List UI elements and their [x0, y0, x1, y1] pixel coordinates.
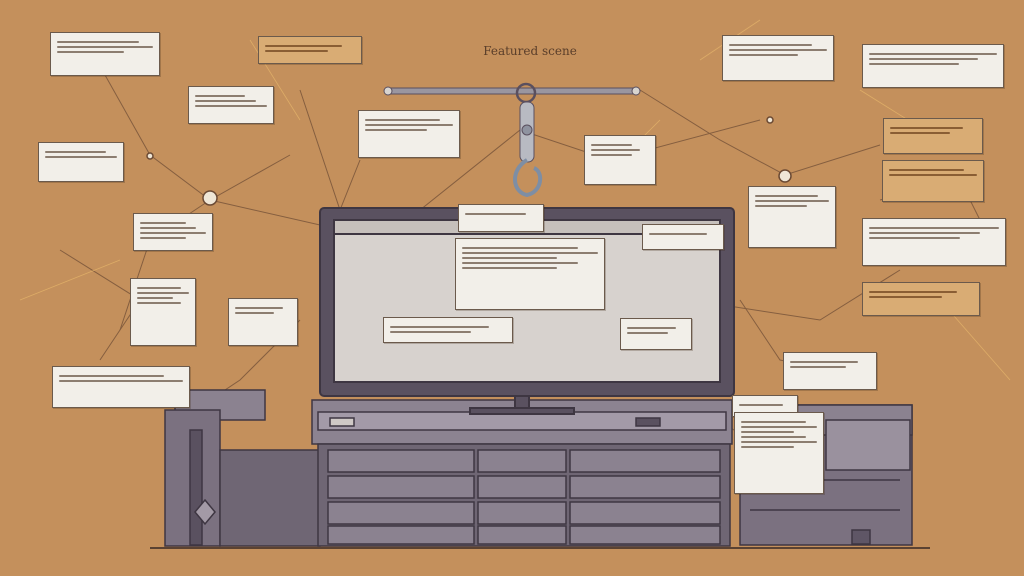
callout-note [734, 412, 824, 494]
callout-note [458, 204, 544, 232]
callout-note [882, 160, 984, 202]
callout-note [455, 238, 605, 310]
callout-note [133, 213, 213, 251]
callout-note [358, 110, 460, 158]
callout-note [862, 218, 1006, 266]
callout-note [748, 186, 836, 248]
callout-note [188, 86, 274, 124]
hanging-hook [383, 82, 641, 198]
callout-note [130, 278, 196, 346]
desk [311, 399, 733, 547]
callout-note [620, 318, 692, 350]
callout-note [722, 35, 834, 81]
callout-note [584, 135, 656, 185]
callout-note [52, 366, 190, 408]
callout-note [642, 224, 724, 250]
callout-note [38, 142, 124, 182]
callout-note [862, 282, 980, 316]
callout-note [383, 317, 513, 343]
callout-note [783, 352, 877, 390]
callout-note [228, 298, 298, 346]
callout-note [258, 36, 362, 64]
callout-note [883, 118, 983, 154]
scene-title: Featured scene [483, 44, 577, 58]
callout-note [50, 32, 160, 76]
callout-note [862, 44, 1004, 88]
left-machine [164, 389, 321, 547]
